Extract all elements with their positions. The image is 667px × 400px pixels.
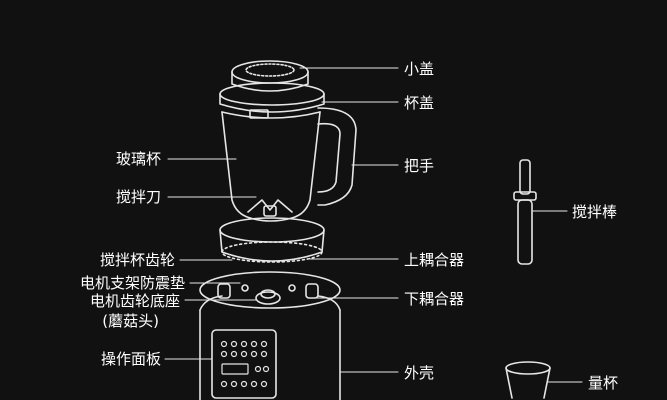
motor-housing-part <box>199 295 341 400</box>
label-glass-cup: 玻璃杯 <box>115 150 161 168</box>
label-small-lid: 小盖 <box>404 60 435 78</box>
label-cup-lid: 杯盖 <box>404 94 435 112</box>
cup-gear-base-part <box>219 217 325 263</box>
label-handle: 把手 <box>404 157 435 175</box>
small-lid-part <box>231 60 309 92</box>
glass-jar-part <box>221 107 357 222</box>
label-motor-gear-base-note: (蘑菇头) <box>102 312 159 330</box>
label-cup-gear: 搅拌杯齿轮 <box>99 251 175 269</box>
leader-lines <box>164 67 583 383</box>
label-upper-coupler: 上耦合器 <box>404 251 465 269</box>
control-panel-buttons <box>220 340 270 388</box>
motor-base-top-part <box>199 271 341 309</box>
label-motor-gear-base: 电机齿轮底座 <box>89 292 180 310</box>
label-measuring-cup: 量杯 <box>588 374 619 392</box>
stir-stick-part <box>513 159 537 265</box>
cup-lid-part <box>219 82 325 119</box>
label-lower-coupler: 下耦合器 <box>404 290 465 308</box>
label-housing: 外壳 <box>404 364 435 382</box>
measuring-cup-part <box>505 361 551 399</box>
label-control-panel: 操作面板 <box>100 350 161 368</box>
label-motor-damper: 电机支架防震垫 <box>79 274 185 292</box>
label-stir-stick: 搅拌棒 <box>572 203 618 221</box>
label-blade: 搅拌刀 <box>115 188 161 206</box>
